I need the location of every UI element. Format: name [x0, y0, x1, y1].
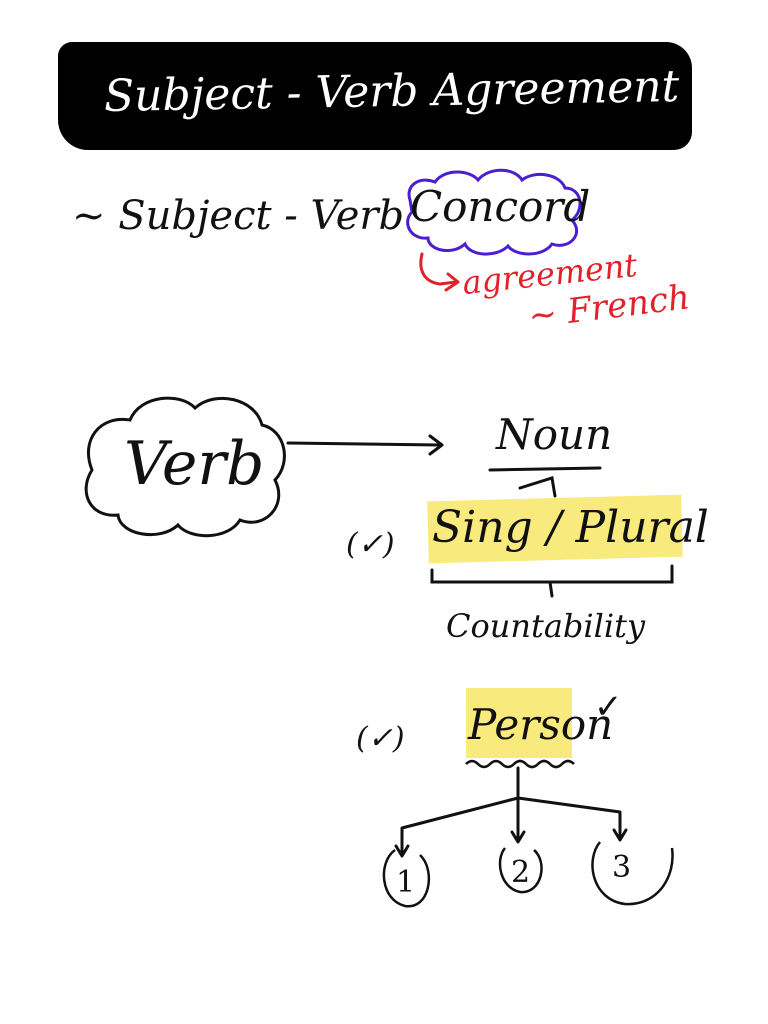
concord-cloud: [406, 168, 582, 256]
verb-label: Verb: [124, 429, 265, 499]
noun-underline: [488, 466, 602, 472]
tick-icon: ✓: [594, 687, 623, 727]
verb-noun-arrow: [286, 434, 444, 456]
circle-1: [382, 848, 431, 908]
sing-plural-brace: [430, 564, 674, 598]
noun-connector: [518, 476, 557, 498]
sing-plural-label: Sing / Plural: [432, 502, 709, 553]
verb-cloud: [84, 396, 286, 538]
person-highlight: [466, 688, 572, 758]
person-number-1: 1: [396, 865, 416, 900]
subtitle: ~ Subject - Verb: [72, 193, 405, 239]
red-arrow: [419, 252, 460, 292]
person-label: Person: [468, 700, 614, 749]
noun-label: Noun: [496, 410, 613, 459]
circle-3: [591, 841, 674, 906]
countability-label: Countability: [446, 607, 646, 645]
check-mark-1: (✓): [346, 527, 395, 562]
title-band: [58, 42, 692, 150]
person-number-3: 3: [612, 850, 632, 885]
check-mark-2: (✓): [356, 721, 405, 756]
circle-2: [498, 847, 543, 894]
person-tree: [394, 766, 628, 858]
concord-label: Concord: [410, 182, 591, 231]
person-wavy-underline: [465, 759, 575, 769]
person-number-2: 2: [511, 855, 531, 890]
